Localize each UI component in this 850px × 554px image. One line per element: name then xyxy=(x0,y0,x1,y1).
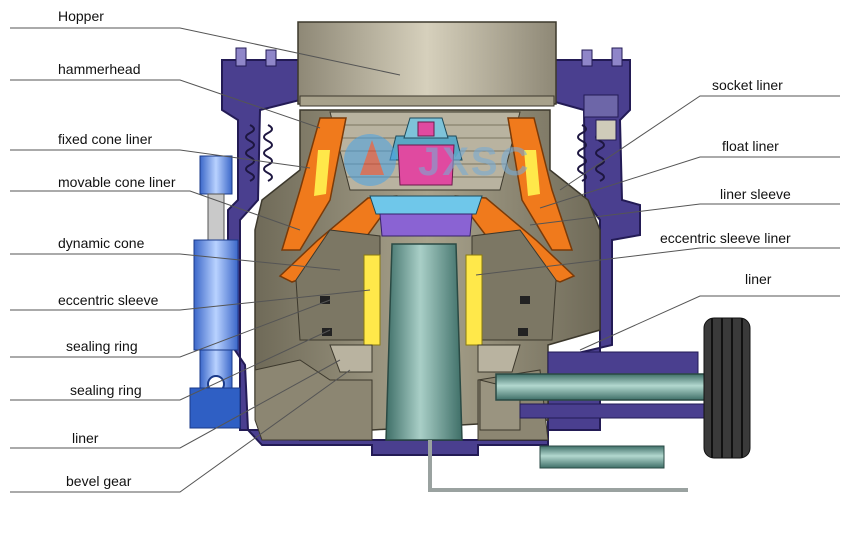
bevel-gear xyxy=(329,344,521,431)
label-dynamic-cone: dynamic cone xyxy=(58,235,145,251)
dynamic-cone xyxy=(295,229,381,341)
hydraulic-cylinder xyxy=(189,155,241,429)
label-liner-left: liner xyxy=(72,430,99,446)
eccentric-sleeve xyxy=(363,254,483,346)
label-float-liner: float liner xyxy=(722,138,779,154)
fixed-cone-liner xyxy=(280,117,574,251)
main-shaft xyxy=(385,243,463,441)
watermark-logo xyxy=(344,134,396,186)
watermark-text: JXSC xyxy=(418,140,531,184)
label-eccentric-sleeve: eccentric sleeve xyxy=(58,292,159,308)
label-eccentric-sleeve-liner: eccentric sleeve liner xyxy=(660,230,791,246)
label-liner-right: liner xyxy=(745,271,772,287)
label-bevel-gear: bevel gear xyxy=(66,473,132,489)
label-socket-liner: socket liner xyxy=(712,77,783,93)
label-hopper: Hopper xyxy=(58,8,104,24)
label-fixed-cone-liner: fixed cone liner xyxy=(58,131,153,147)
label-movable-cone-liner: movable cone liner xyxy=(58,174,176,190)
label-liner-sleeve: liner sleeve xyxy=(720,186,791,202)
hopper xyxy=(297,21,557,107)
cone-head xyxy=(369,117,483,237)
sealing-rings xyxy=(320,296,530,336)
pulley xyxy=(703,317,751,459)
drive-shaft-assembly xyxy=(428,351,711,492)
label-sealing-ring-1: sealing ring xyxy=(66,338,138,354)
label-sealing-ring-2: sealing ring xyxy=(70,382,142,398)
label-hammerhead: hammerhead xyxy=(58,61,141,77)
